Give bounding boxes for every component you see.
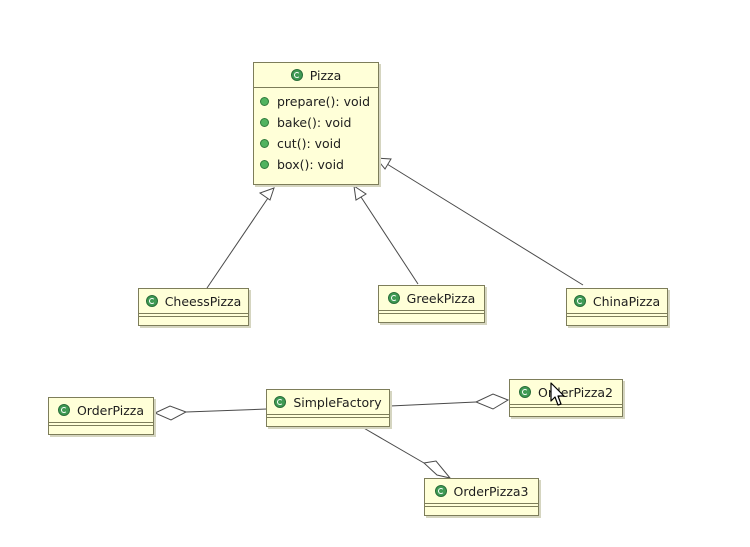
class-icon xyxy=(434,485,447,497)
attributes-compartment xyxy=(510,404,622,407)
method-label: bake(): void xyxy=(277,115,352,130)
methods-compartment: prepare(): void bake(): void cut(): void… xyxy=(254,87,378,177)
method-label: cut(): void xyxy=(277,136,342,151)
class-orderpizza2[interactable]: OrderPizza2 xyxy=(509,379,623,417)
attributes-compartment xyxy=(379,310,484,313)
generalization-chinapizza-pizza xyxy=(374,157,584,286)
class-header: SimpleFactory xyxy=(267,390,389,414)
class-orderpizza3[interactable]: OrderPizza3 xyxy=(424,478,539,516)
attributes-compartment xyxy=(49,422,153,425)
methods-compartment xyxy=(510,407,622,410)
class-name: SimpleFactory xyxy=(293,394,382,410)
class-orderpizza[interactable]: OrderPizza xyxy=(48,397,154,435)
method-icon xyxy=(260,139,269,148)
mouse-pointer-icon xyxy=(550,382,565,406)
method-item: cut(): void xyxy=(260,133,378,154)
attributes-compartment xyxy=(139,313,248,316)
method-label: box(): void xyxy=(277,157,344,172)
aggregation-simplefactory-orderpizza xyxy=(153,405,268,421)
class-header: CheessPizza xyxy=(139,289,248,313)
class-name: OrderPizza3 xyxy=(453,483,529,499)
class-pizza[interactable]: Pizza prepare(): void bake(): void cut()… xyxy=(253,62,379,185)
methods-compartment xyxy=(267,417,389,420)
class-name: OrderPizza xyxy=(76,402,145,418)
methods-compartment xyxy=(379,313,484,316)
class-name: GreekPizza xyxy=(406,290,476,306)
class-name: Pizza xyxy=(309,67,342,83)
class-header: GreekPizza xyxy=(379,286,484,310)
class-icon xyxy=(573,295,586,307)
methods-compartment xyxy=(139,316,248,319)
class-header: OrderPizza2 xyxy=(510,380,622,404)
class-simplefactory[interactable]: SimpleFactory xyxy=(266,389,390,427)
attributes-compartment xyxy=(567,313,667,316)
method-icon xyxy=(260,97,269,106)
generalization-cheesspizza-pizza xyxy=(206,187,275,289)
method-item: prepare(): void xyxy=(260,91,378,112)
method-label: prepare(): void xyxy=(277,94,371,109)
class-name: CheessPizza xyxy=(164,293,242,309)
method-icon xyxy=(260,160,269,169)
attributes-compartment xyxy=(425,503,538,506)
class-greekpizza[interactable]: GreekPizza xyxy=(378,285,485,323)
class-header: OrderPizza xyxy=(49,398,153,422)
class-header: OrderPizza3 xyxy=(425,479,538,503)
class-icon xyxy=(290,69,303,81)
method-item: bake(): void xyxy=(260,112,378,133)
aggregation-simplefactory-orderpizza2 xyxy=(389,393,510,410)
method-icon xyxy=(260,118,269,127)
class-header: ChinaPizza xyxy=(567,289,667,313)
class-icon xyxy=(519,386,531,398)
class-icon xyxy=(387,292,400,304)
method-item: box(): void xyxy=(260,154,378,175)
class-chinapizza[interactable]: ChinaPizza xyxy=(566,288,668,326)
methods-compartment xyxy=(425,506,538,509)
class-cheesspizza[interactable]: CheessPizza xyxy=(138,288,249,326)
class-icon xyxy=(145,295,158,307)
class-name: ChinaPizza xyxy=(592,293,661,309)
class-header: Pizza xyxy=(254,63,378,87)
aggregation-simplefactory-orderpizza3 xyxy=(361,426,452,479)
attributes-compartment xyxy=(267,414,389,417)
class-icon xyxy=(57,404,70,416)
methods-compartment xyxy=(567,316,667,319)
generalization-greekpizza-pizza xyxy=(353,184,419,285)
methods-compartment xyxy=(49,425,153,428)
class-icon xyxy=(274,396,287,408)
